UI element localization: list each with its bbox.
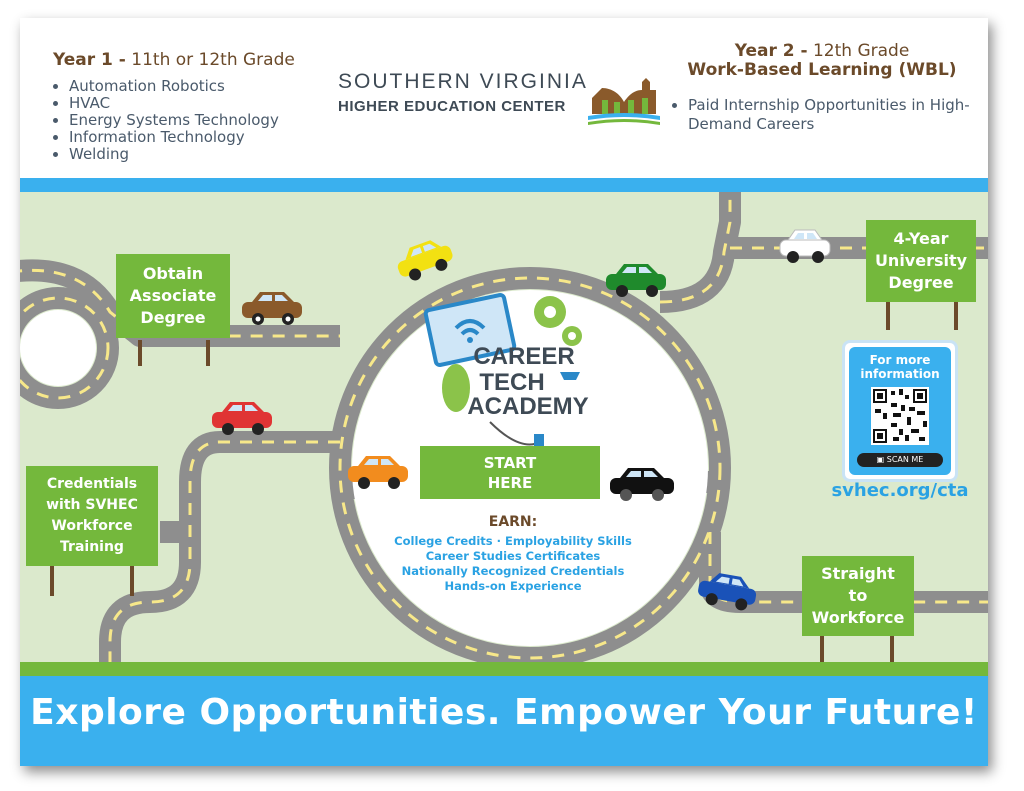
earn-line: Nationally Recognized Credentials: [401, 564, 625, 578]
earn-heading: EARN:: [488, 514, 538, 530]
year-2-title: Work-Based Learning (WBL): [687, 60, 957, 80]
year-1-block: Year 1 - 11th or 12th Grade Automation R…: [53, 50, 343, 163]
website-link[interactable]: svhec.org/cta: [831, 480, 969, 501]
year-1-label: Year 1 -: [53, 50, 126, 70]
logo-line-2: HIGHER EDUCATION CENTER: [338, 98, 566, 115]
scan-me-badge: ▣ SCAN ME: [857, 453, 943, 467]
start-here-sign: START HERE: [420, 446, 600, 499]
qr-label: For more information: [860, 353, 940, 381]
logo-line-1: SOUTHERN VIRGINIA: [338, 70, 588, 93]
header-section: Year 1 - 11th or 12th Grade Automation R…: [20, 18, 988, 178]
earn-line: Hands-on Experience: [444, 579, 582, 593]
sign-workforce: Straight to Workforce: [802, 556, 914, 636]
academy-line-1: CAREER: [473, 343, 574, 370]
list-item: Automation Robotics: [69, 78, 343, 95]
top-blue-band: [20, 178, 988, 192]
flyer-card: Year 1 - 11th or 12th Grade Automation R…: [20, 18, 988, 766]
year-1-list: Automation Robotics HVAC Energy Systems …: [53, 78, 343, 163]
academy-line-2: TECH: [479, 369, 544, 396]
qr-panel: For more information: [842, 340, 958, 482]
year-2-list: Paid Internship Opportunities in High-De…: [672, 96, 972, 134]
slogan: Explore Opportunities. Empower Your Futu…: [30, 692, 978, 733]
qr-code-icon[interactable]: [871, 387, 929, 445]
svhec-logo: SOUTHERN VIRGINIA HIGHER EDUCATION CENTE…: [338, 70, 660, 126]
earn-line: Career Studies Certificates: [425, 549, 601, 563]
list-item: Paid Internship Opportunities in High-De…: [688, 96, 972, 134]
academy-logo-icon: [423, 293, 582, 450]
building-logo-icon: [588, 78, 660, 125]
footer-banner: Explore Opportunities. Empower Your Futu…: [20, 676, 988, 766]
year-2-sub: 12th Grade: [812, 41, 910, 61]
sign-associate-degree: Obtain Associate Degree: [116, 254, 230, 338]
list-item: Information Technology: [69, 129, 343, 146]
sign-university-degree: 4-Year University Degree: [866, 220, 976, 302]
bottom-green-band: [20, 662, 988, 676]
list-item: Welding: [69, 146, 343, 163]
earn-line: College Credits · Employability Skills: [394, 534, 632, 548]
sign-credentials: Credentials with SVHEC Workforce Trainin…: [26, 466, 158, 566]
car-icon: [212, 229, 831, 611]
list-item: HVAC: [69, 95, 343, 112]
year-2-label: Year 2 -: [734, 41, 808, 61]
year-1-sub: 11th or 12th Grade: [131, 50, 295, 70]
list-item: Energy Systems Technology: [69, 112, 343, 129]
earn-block: EARN: College Credits · Employability Sk…: [390, 514, 636, 594]
academy-line-3: ACADEMY: [467, 393, 588, 420]
